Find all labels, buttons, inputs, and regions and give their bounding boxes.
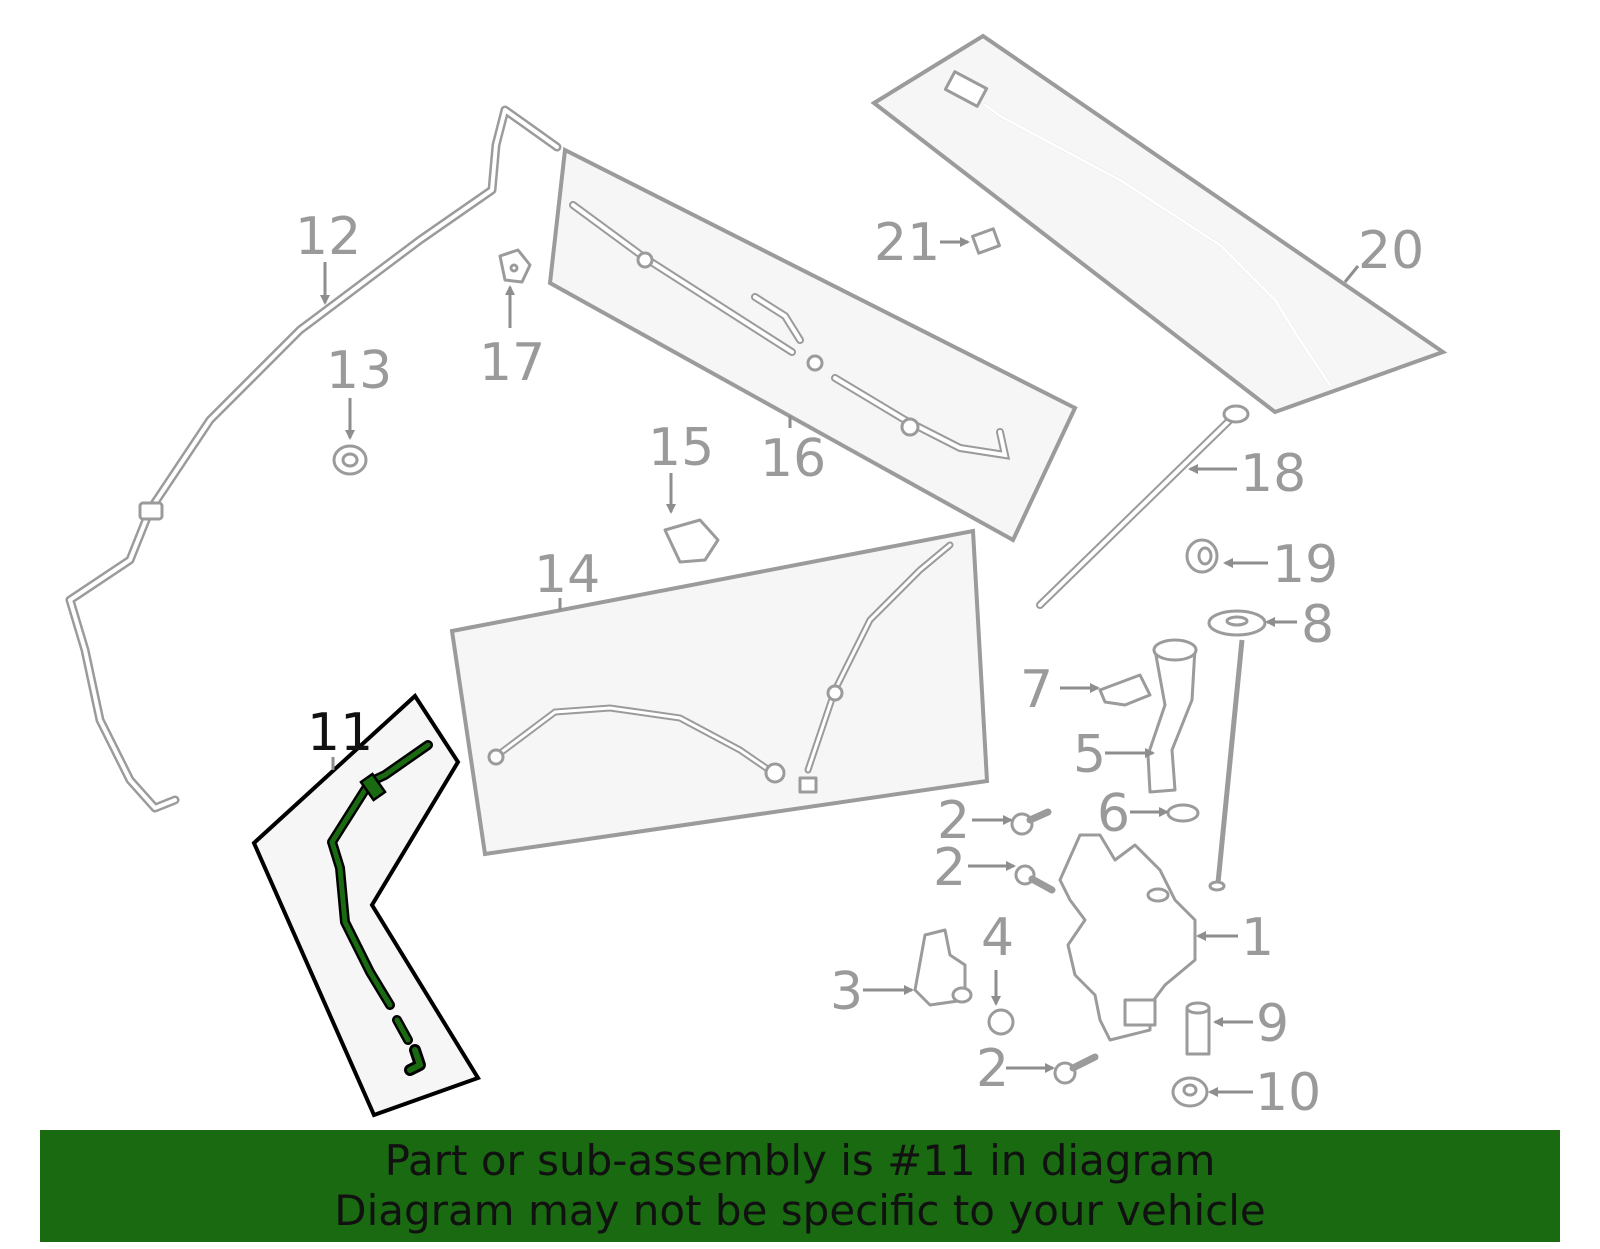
callout-16: 16 <box>760 429 826 489</box>
callout-10: 10 <box>1255 1063 1321 1123</box>
clip-13 <box>332 444 368 476</box>
hose-11-highlighted <box>327 740 433 1076</box>
rod-18 <box>1036 404 1250 609</box>
connector-15 <box>663 518 720 564</box>
callout-5: 5 <box>1073 725 1106 785</box>
callout-2a: 2 <box>937 791 970 851</box>
callout-15: 15 <box>648 418 714 478</box>
callout-18: 18 <box>1240 444 1306 504</box>
part-info-banner: Part or sub-assembly is #11 in diagram D… <box>40 1130 1560 1242</box>
cap-8 <box>1207 609 1267 892</box>
grommet-10 <box>1171 1076 1209 1108</box>
pump-3 <box>913 928 973 1007</box>
callout-8: 8 <box>1301 595 1334 655</box>
callout-11: 11 <box>307 703 373 763</box>
callout-6: 6 <box>1097 784 1130 844</box>
callout-2b: 2 <box>933 838 966 898</box>
clip-17 <box>498 248 532 284</box>
reservoir-1 <box>1058 833 1197 1042</box>
callout-labels: 12 13 17 21 20 15 16 18 19 14 8 7 11 5 6… <box>295 207 1424 1123</box>
panel-11-highlight <box>251 692 481 1118</box>
leader-lines <box>320 237 1360 1097</box>
callout-7: 7 <box>1020 660 1053 720</box>
callout-2c: 2 <box>976 1039 1009 1099</box>
bracket-7 <box>1098 673 1152 707</box>
clip-21 <box>971 227 1001 255</box>
banner-line-2: Diagram may not be specific to your vehi… <box>334 1186 1266 1235</box>
clip-19 <box>1185 538 1219 574</box>
bolt-2c <box>1053 1053 1099 1085</box>
callout-17: 17 <box>479 333 545 393</box>
bolt-2a <box>1010 808 1052 836</box>
callout-21: 21 <box>874 213 940 273</box>
nozzle-9 <box>1185 1001 1211 1056</box>
bolt-2b <box>1014 864 1056 894</box>
callout-1: 1 <box>1241 908 1274 968</box>
callout-4: 4 <box>981 908 1014 968</box>
callout-14: 14 <box>534 545 600 605</box>
hose-20 <box>943 70 1332 387</box>
seal-6 <box>1166 803 1200 823</box>
grommet-4 <box>987 1008 1015 1036</box>
hose-14 <box>487 541 954 794</box>
callout-19: 19 <box>1272 535 1338 595</box>
panel-20 <box>870 33 1448 415</box>
callout-9: 9 <box>1256 994 1289 1054</box>
filler-neck-5 <box>1146 638 1198 794</box>
callout-3: 3 <box>830 962 863 1022</box>
panel-14 <box>449 528 990 857</box>
callout-20: 20 <box>1358 221 1424 281</box>
hose-16 <box>569 201 1011 460</box>
banner-line-1: Part or sub-assembly is #11 in diagram <box>384 1136 1216 1185</box>
callout-12: 12 <box>295 207 361 267</box>
hose-12 <box>65 105 562 813</box>
callout-13: 13 <box>326 341 392 401</box>
